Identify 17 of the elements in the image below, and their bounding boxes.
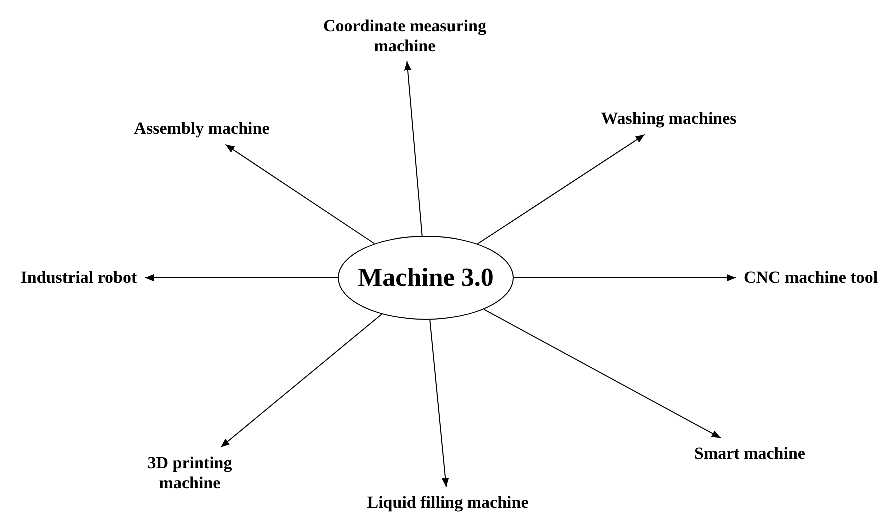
arrow: [484, 309, 722, 439]
node-label: Liquid filling machine: [359, 487, 537, 515]
node-label: Washing machines: [593, 103, 745, 135]
node-label: 3D printing machine: [117, 447, 263, 499]
arrow: [477, 134, 646, 245]
node-label: Coordinate measuring machine: [297, 10, 513, 62]
arrow: [404, 61, 423, 237]
arrow: [430, 319, 450, 488]
node-label: Machine 3.0: [358, 263, 494, 293]
node-label: Industrial robot: [12, 262, 146, 294]
node-label: Smart machine: [686, 438, 814, 470]
arrow: [220, 314, 382, 448]
node-label: Assembly machine: [126, 113, 278, 145]
arrow: [514, 274, 736, 282]
arrow: [225, 144, 376, 244]
arrow: [144, 274, 338, 282]
node-label: CNC machine tool: [736, 262, 886, 294]
